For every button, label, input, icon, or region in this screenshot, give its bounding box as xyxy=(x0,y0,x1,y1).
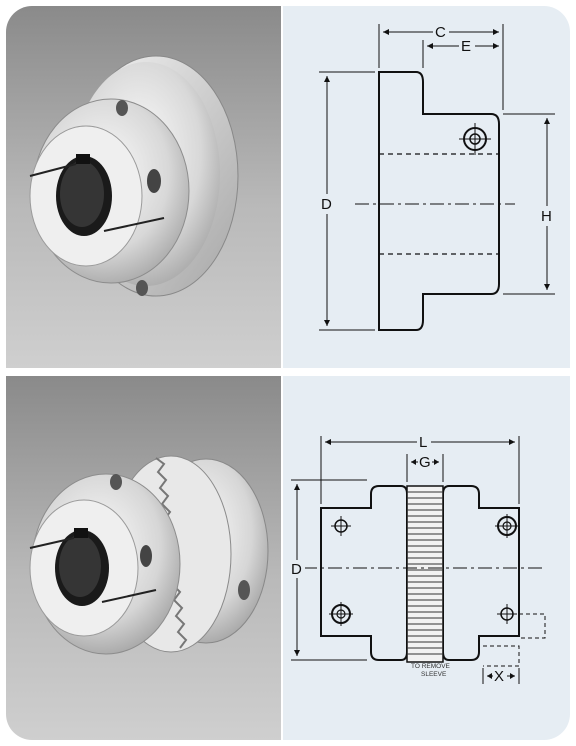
dim-label-g: G xyxy=(419,454,431,471)
coupling-dimension-drawing: L G D X TO REMOVE SLEEVE xyxy=(283,376,570,740)
hub-photo-panel xyxy=(6,6,281,368)
dim-label-h: H xyxy=(541,208,552,225)
note-line-2: SLEEVE xyxy=(421,671,447,678)
hub-dimension-drawing: C E D H xyxy=(283,6,570,368)
dim-label-d: D xyxy=(321,196,332,213)
dim-label-d2: D xyxy=(291,561,302,578)
hub-drawing-svg: C E D H xyxy=(319,23,555,331)
hub-photo-image xyxy=(29,55,239,297)
dim-label-c: C xyxy=(435,24,446,41)
dim-label-x: X xyxy=(494,668,504,685)
coupling-drawing-svg: L G D X TO REMOVE SLEEVE xyxy=(289,433,546,685)
coupling-photo-panel xyxy=(6,376,281,740)
dim-label-l: L xyxy=(419,434,427,451)
note-line-1: TO REMOVE xyxy=(411,663,451,670)
coupling-photo-image xyxy=(29,455,269,655)
dim-label-e: E xyxy=(461,38,471,55)
